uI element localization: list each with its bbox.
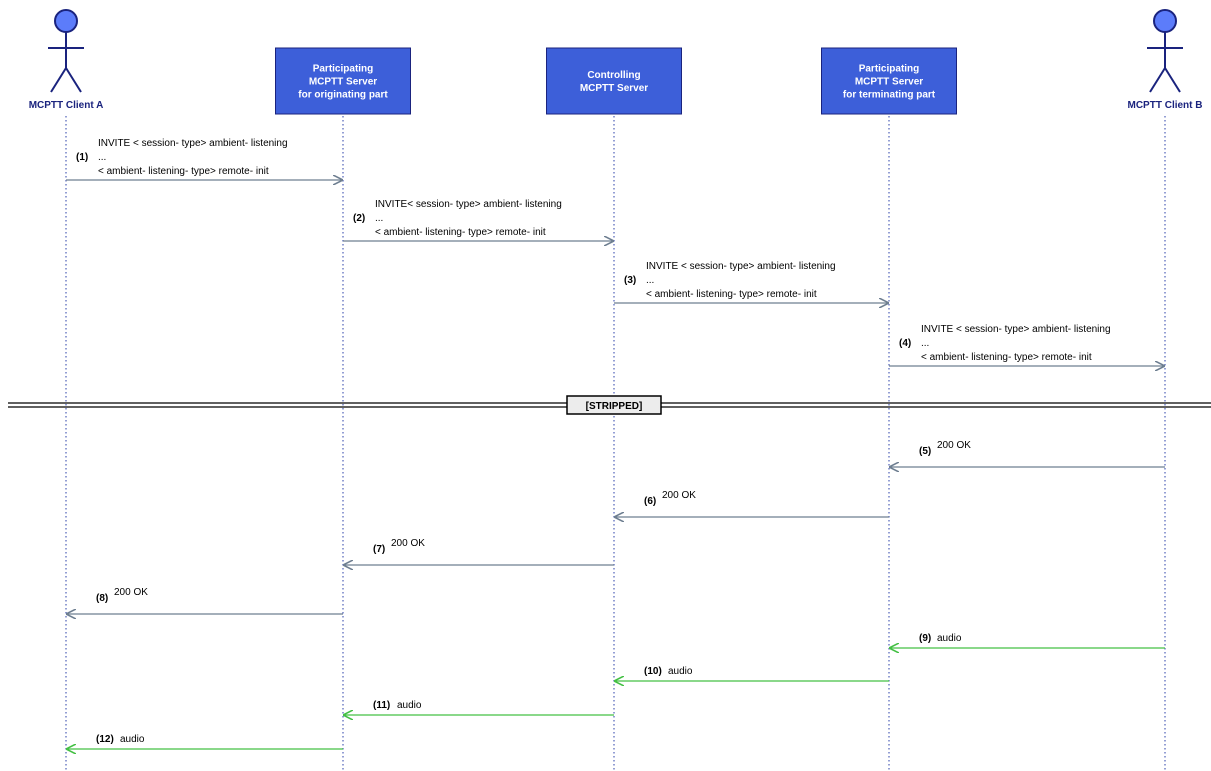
message-label-3: INVITE < session- type> ambient- listeni… <box>646 261 836 272</box>
message-number-6: (6) <box>644 496 656 507</box>
message-label-1: INVITE < session- type> ambient- listeni… <box>98 138 288 149</box>
separator-label: [STRIPPED] <box>586 401 643 412</box>
server-orig-label-line: MCPTT Server <box>309 77 377 88</box>
server-orig-box <box>275 47 411 115</box>
message-label-1: ... <box>98 152 106 163</box>
message-number-12: (12) <box>96 734 114 745</box>
message-number-8: (8) <box>96 593 108 604</box>
message-label-3: ... <box>646 275 654 286</box>
client-a-label: MCPTT Client A <box>29 100 104 111</box>
server-term-box <box>821 47 957 115</box>
message-label-4: INVITE < session- type> ambient- listeni… <box>921 324 1111 335</box>
message-label-2: < ambient- listening- type> remote- init <box>375 227 546 238</box>
message-label-5: 200 OK <box>937 440 971 451</box>
client-b-label: MCPTT Client B <box>1128 100 1203 111</box>
client-b-actor-icon <box>1147 9 1183 93</box>
server-term-label-line: MCPTT Server <box>855 77 923 88</box>
message-label-1: < ambient- listening- type> remote- init <box>98 166 269 177</box>
separator-box <box>566 395 662 415</box>
server-term-label-line: for terminating part <box>843 90 936 101</box>
message-number-7: (7) <box>373 544 385 555</box>
message-label-2: INVITE< session- type> ambient- listenin… <box>375 199 562 210</box>
message-number-2: (2) <box>353 213 365 224</box>
message-label-6: 200 OK <box>662 490 696 501</box>
server-orig-label-line: for originating part <box>298 90 388 101</box>
server-orig-label-line: Participating <box>313 64 374 75</box>
message-label-2: ... <box>375 213 383 224</box>
message-label-3: < ambient- listening- type> remote- init <box>646 289 817 300</box>
message-number-3: (3) <box>624 275 636 286</box>
message-label-10: audio <box>668 666 693 677</box>
message-label-7: 200 OK <box>391 538 425 549</box>
server-ctrl-label-line: Controlling <box>587 70 640 81</box>
message-number-5: (5) <box>919 446 931 457</box>
message-number-10: (10) <box>644 666 662 677</box>
server-ctrl-label-line: MCPTT Server <box>580 83 648 94</box>
message-label-12: audio <box>120 734 145 745</box>
message-label-4: < ambient- listening- type> remote- init <box>921 352 1092 363</box>
message-label-9: audio <box>937 633 962 644</box>
message-number-1: (1) <box>76 152 88 163</box>
message-label-11: audio <box>397 700 422 711</box>
client-a-actor-icon <box>48 9 84 93</box>
message-number-4: (4) <box>899 338 911 349</box>
server-term-label-line: Participating <box>859 64 920 75</box>
server-ctrl-box <box>546 47 682 115</box>
message-label-8: 200 OK <box>114 587 148 598</box>
message-number-11: (11) <box>373 700 390 711</box>
message-number-9: (9) <box>919 633 931 644</box>
message-label-4: ... <box>921 338 929 349</box>
